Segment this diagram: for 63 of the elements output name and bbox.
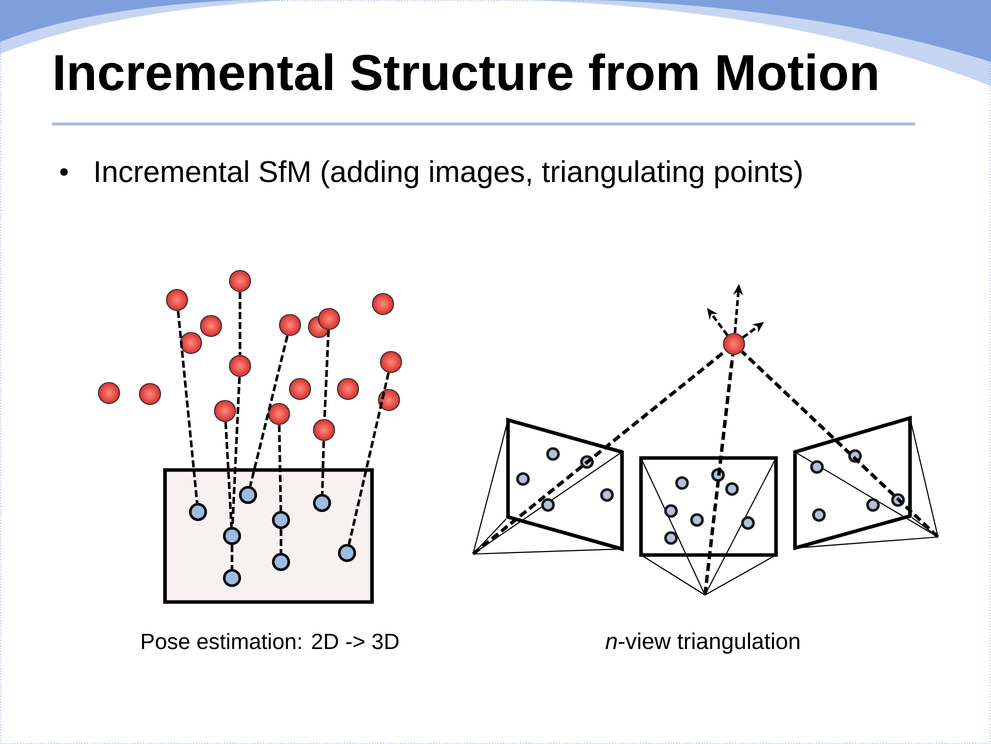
image-point xyxy=(516,472,530,486)
projection-line xyxy=(348,372,390,544)
scene-point xyxy=(372,292,394,316)
scene-point xyxy=(336,378,360,400)
viewing-ray xyxy=(703,354,734,595)
image-point xyxy=(741,516,755,530)
projection-line xyxy=(278,425,282,511)
scene-point xyxy=(278,314,302,336)
viewing-ray xyxy=(740,350,939,538)
scene-point xyxy=(378,388,400,412)
scene-point xyxy=(380,350,402,374)
image-point xyxy=(664,531,678,545)
camera-frustum xyxy=(642,460,776,596)
image-point xyxy=(848,449,862,463)
title: Incremental Structure from Motion xyxy=(56,53,877,90)
image-point xyxy=(675,476,689,490)
image-point xyxy=(188,502,208,522)
image-point xyxy=(810,460,824,474)
viewing-ray xyxy=(472,350,726,556)
projection-line xyxy=(248,335,289,487)
projection-line xyxy=(224,422,233,528)
scene-point xyxy=(318,308,340,330)
projection-line xyxy=(230,545,234,569)
image-point xyxy=(725,482,739,496)
image-point xyxy=(690,513,704,527)
image-point xyxy=(546,447,560,461)
image-point xyxy=(711,468,725,482)
scene-point xyxy=(138,382,162,406)
image-point xyxy=(238,486,258,504)
scene-point xyxy=(98,382,120,404)
image-point xyxy=(222,526,242,546)
image-point xyxy=(812,508,826,522)
projection-line xyxy=(176,310,198,504)
projection-line xyxy=(280,529,282,553)
image-point xyxy=(312,494,332,512)
image-point xyxy=(600,488,614,502)
scene-point xyxy=(214,400,236,422)
scene-point xyxy=(166,288,188,312)
scene-point xyxy=(268,402,290,426)
scene-point xyxy=(722,332,746,356)
bullet-text: Incremental SfM (adding images, triangulating points) xyxy=(96,160,802,188)
scene-point xyxy=(228,354,252,378)
caption: Pose estimation: 2D -> 3D xyxy=(142,633,399,650)
image-point xyxy=(891,493,905,507)
image-point xyxy=(338,544,356,562)
image-point xyxy=(272,510,290,530)
image-point xyxy=(222,568,242,588)
scene-point xyxy=(200,314,222,338)
projection-line xyxy=(320,441,325,494)
image-point xyxy=(580,455,594,469)
image-plane xyxy=(163,468,374,604)
image-point xyxy=(866,498,880,512)
image-plane xyxy=(639,456,778,557)
scene-point xyxy=(312,418,336,442)
projection-line xyxy=(238,292,242,355)
caption: n-view triangulation xyxy=(606,632,800,654)
scene-point xyxy=(180,332,202,354)
scene-point xyxy=(228,270,252,292)
image-point xyxy=(664,504,678,518)
scene-point xyxy=(288,378,312,400)
projection-line xyxy=(323,330,330,420)
image-point xyxy=(541,498,555,512)
image-point xyxy=(272,552,290,572)
